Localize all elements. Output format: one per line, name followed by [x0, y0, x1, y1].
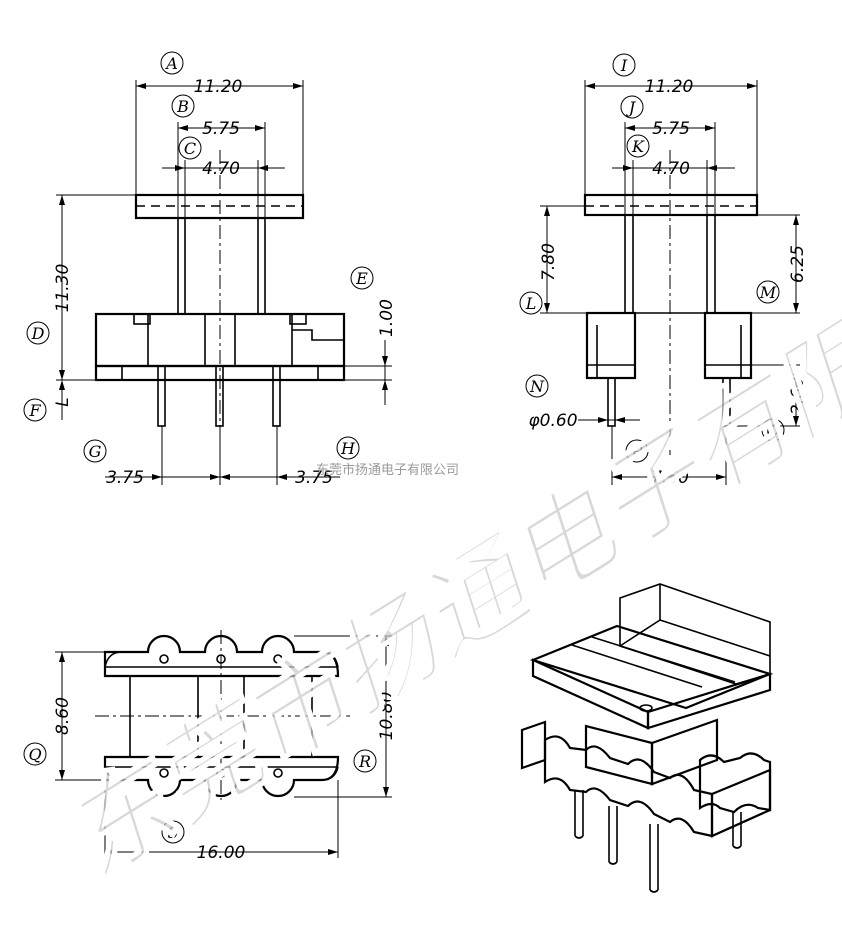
watermark: 东莞市扬通电子有限公司 东莞市扬通电子有限公司 — [43, 185, 842, 903]
dim-l-value: 7.80 — [539, 243, 559, 281]
dim-j-value: 5.75 — [652, 119, 690, 139]
svg-text:K: K — [631, 137, 645, 156]
label-p: P — [625, 439, 649, 463]
isometric-view — [520, 583, 774, 893]
label-e: E — [350, 266, 374, 290]
dim-h-value: 3.75 — [295, 468, 333, 488]
svg-text:S: S — [168, 823, 179, 842]
watermark-large: 东莞市扬通电子有限公司 — [44, 186, 842, 902]
label-f: F — [23, 398, 47, 422]
label-i: I — [612, 53, 636, 77]
svg-text:H: H — [340, 439, 356, 458]
svg-text:L: L — [525, 294, 537, 313]
label-m: M — [756, 280, 780, 304]
dim-m-value: 6.25 — [788, 245, 808, 283]
dim-r-value: 10.80 — [377, 692, 397, 741]
svg-text:D: D — [31, 324, 45, 343]
svg-text:P: P — [631, 442, 643, 461]
side-top-flange — [583, 193, 759, 217]
watermark-small: 东莞市扬通电子有限公司 — [316, 462, 459, 478]
svg-text:J: J — [626, 98, 637, 117]
svg-text:M: M — [759, 283, 777, 302]
label-n: N — [525, 374, 549, 398]
dim-e-value: 1.00 — [377, 299, 397, 337]
dim-s-value: 16.00 — [197, 843, 246, 863]
dim-q-value: 8.60 — [53, 697, 73, 735]
svg-text:N: N — [529, 377, 545, 396]
dim-k-value: 4.70 — [652, 159, 690, 179]
label-b: B — [171, 94, 195, 118]
side-view: 11.20 5.75 4.70 7.80 6.25 φ0.60 2.60 7.5… — [519, 53, 808, 488]
label-c: C — [178, 136, 202, 160]
dim-d-value: 11.30 — [53, 264, 73, 313]
svg-text:B: B — [176, 97, 189, 116]
svg-text:Q: Q — [28, 745, 41, 764]
label-g: G — [83, 439, 107, 463]
svg-text:A: A — [164, 54, 178, 73]
svg-text:R: R — [358, 752, 371, 771]
svg-text:I: I — [620, 56, 628, 75]
bottom-view: 8.60 10.80 16.00 Q R S — [23, 630, 397, 863]
svg-text:O: O — [766, 421, 779, 440]
label-l: L — [519, 291, 543, 315]
label-q: Q — [23, 742, 47, 766]
dim-g-value: 3.75 — [106, 468, 144, 488]
label-j: J — [620, 95, 644, 119]
dim-f-value: L — [53, 397, 73, 406]
svg-text:C: C — [184, 139, 196, 158]
label-k: K — [626, 134, 650, 158]
label-s: S — [161, 820, 185, 844]
label-d: D — [26, 321, 50, 345]
dim-p-value: 7.50 — [651, 468, 689, 488]
bottom-lower-rail — [103, 755, 340, 798]
label-r: R — [353, 749, 377, 773]
svg-text:G: G — [89, 442, 102, 461]
label-a: A — [160, 51, 184, 75]
dim-o-value: 2.60 — [788, 377, 808, 415]
svg-text:E: E — [355, 269, 368, 288]
dim-n-value: φ0.60 — [528, 411, 577, 431]
dim-a-value: 11.20 — [194, 77, 243, 97]
dim-b-value: 5.75 — [202, 119, 240, 139]
label-o: O — [761, 418, 785, 442]
dim-c-value: 4.70 — [202, 159, 240, 179]
label-h: H — [336, 436, 360, 460]
front-view: 11.20 5.75 4.70 11.30 1.00 L 3.75 3.75 A… — [23, 51, 397, 488]
svg-text:F: F — [28, 401, 41, 420]
dim-i-value: 11.20 — [645, 77, 694, 97]
